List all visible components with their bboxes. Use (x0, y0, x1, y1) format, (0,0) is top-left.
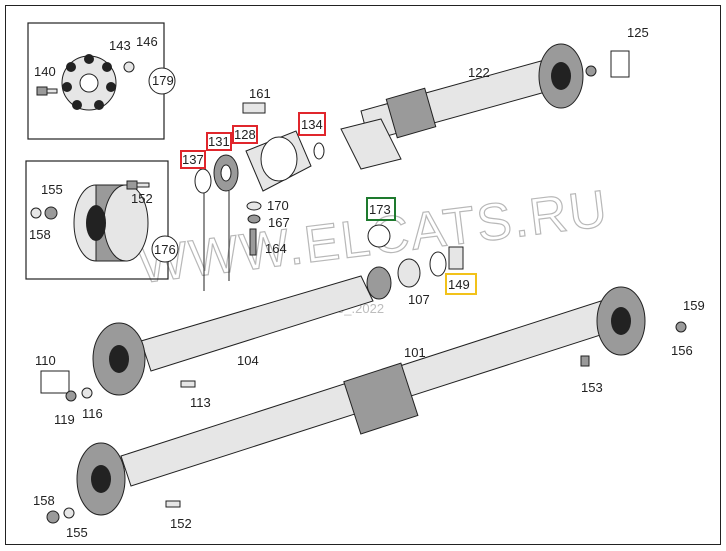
shaft-104 (40, 275, 374, 402)
part-label: 164 (265, 241, 287, 256)
part-label: 128 (234, 127, 256, 142)
part-label: 104 (237, 353, 259, 368)
highlight-173 (366, 197, 396, 221)
diagram-frame: WWW.ELCATS.RU 27.0_.2022 (5, 5, 721, 545)
part-label: 176 (154, 242, 176, 257)
highlight-134 (298, 112, 326, 136)
part-label: 131 (208, 134, 230, 149)
center-bearing (194, 102, 325, 291)
part-label: 167 (268, 215, 290, 230)
inset-coupling (25, 160, 179, 280)
part-label: 113 (190, 395, 211, 410)
part-label: 170 (267, 198, 289, 213)
part-label: 122 (468, 65, 490, 80)
part-label: 155 (41, 182, 63, 197)
part-label: 119 (54, 412, 75, 427)
highlight-149 (445, 273, 477, 295)
part-label: 140 (34, 64, 56, 79)
part-label: 137 (182, 152, 204, 167)
part-label: 101 (404, 345, 426, 360)
part-label: 155 (66, 525, 88, 540)
part-label: 179 (152, 73, 174, 88)
part-label: 159 (683, 298, 705, 313)
part-label: 146 (136, 34, 158, 49)
part-label: 152 (131, 191, 153, 206)
highlight-137 (180, 150, 206, 169)
inset-flex-disc (27, 22, 176, 140)
highlight-128 (232, 125, 258, 144)
nut-group (366, 224, 464, 300)
shaft-101 (46, 286, 687, 524)
part-label: 116 (82, 406, 103, 421)
part-label: 161 (249, 86, 271, 101)
part-label: 156 (671, 343, 693, 358)
part-label: 152 (170, 516, 192, 531)
part-label: 173 (369, 202, 391, 217)
part-label: 143 (109, 38, 131, 53)
part-label: 125 (627, 25, 649, 40)
part-label: 107 (408, 292, 430, 307)
exploded-parts-diagram: WWW.ELCATS.RU 27.0_.2022 (25, 22, 705, 540)
part-label: 149 (448, 277, 470, 292)
part-label: 158 (29, 227, 51, 242)
highlight-131 (206, 132, 232, 151)
part-label: 110 (35, 353, 56, 368)
part-label: 134 (301, 117, 323, 132)
part-label: 158 (33, 493, 55, 508)
shaft-122 (340, 43, 630, 170)
part-label: 153 (581, 380, 603, 395)
